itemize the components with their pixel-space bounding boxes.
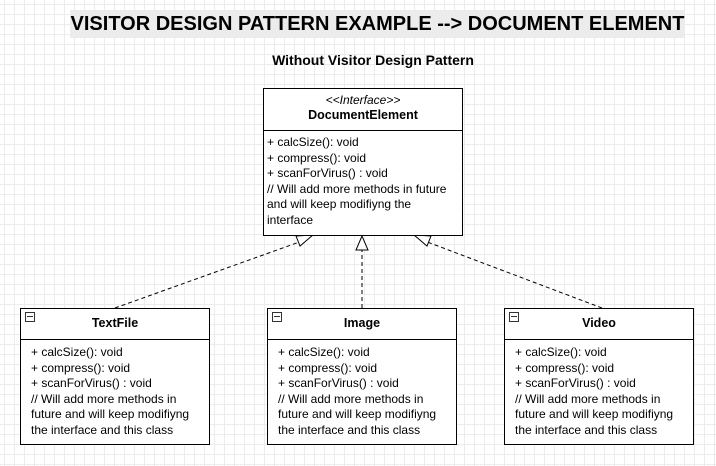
comment-line: future and will keep modifiyng <box>515 407 674 421</box>
comment-line: future and will keep modifiyng <box>31 407 190 421</box>
comment-line: and will keep modifiyng the <box>267 197 412 211</box>
class-members: + calcSize(): void + compress(): void + … <box>505 340 693 438</box>
class-header: Image <box>268 309 456 340</box>
interface-header: <<Interface>> DocumentElement <box>264 89 462 131</box>
textfile-class[interactable]: TextFile + calcSize(): void + compress()… <box>20 308 210 445</box>
member-line: + scanForVirus() : void <box>278 376 399 390</box>
comment-line: the interface and this class <box>515 422 658 437</box>
comment-line: future and will keep modifiyng <box>278 407 437 421</box>
member-line: + calcSize(): void <box>278 345 370 359</box>
interface-stereotype: <<Interface>> <box>325 93 401 107</box>
member-line: + calcSize(): void <box>31 345 123 359</box>
comment-line: interface <box>267 212 314 227</box>
realization-line-video <box>421 239 603 309</box>
video-class[interactable]: Video + calcSize(): void + compress(): v… <box>504 308 694 445</box>
member-line: + compress(): void <box>267 150 367 165</box>
comment-line: // Will add more methods in future <box>267 181 447 196</box>
member-line: + calcSize(): void <box>515 345 607 359</box>
class-name: Video <box>582 316 616 330</box>
diagram-title: VISITOR DESIGN PATTERN EXAMPLE --> DOCUM… <box>70 10 685 38</box>
class-name: Image <box>343 316 381 330</box>
class-name: TextFile <box>91 316 139 330</box>
member-line: + compress(): void <box>278 360 378 375</box>
diagram-subtitle: Without Visitor Design Pattern <box>272 52 474 68</box>
member-line: + scanForVirus() : void <box>515 376 636 390</box>
member-line: + calcSize(): void <box>267 135 359 149</box>
collapse-icon[interactable] <box>509 312 519 322</box>
image-class[interactable]: Image + calcSize(): void + compress(): v… <box>267 308 457 445</box>
comment-line: // Will add more methods in <box>515 391 661 406</box>
interface-name: DocumentElement <box>308 108 418 122</box>
document-element-interface[interactable]: <<Interface>> DocumentElement + calcSize… <box>263 88 463 236</box>
class-header: TextFile <box>21 309 209 340</box>
arrowhead-textfile <box>295 234 315 247</box>
comment-line: // Will add more methods in <box>31 391 177 406</box>
interface-members: + calcSize(): void + compress(): void + … <box>264 131 462 228</box>
member-line: + compress(): void <box>515 360 615 375</box>
class-header: Video <box>505 309 693 340</box>
collapse-icon[interactable] <box>25 312 35 322</box>
class-members: + calcSize(): void + compress(): void + … <box>268 340 456 438</box>
arrowhead-video <box>412 234 432 247</box>
comment-line: the interface and this class <box>31 422 174 437</box>
comment-line: the interface and this class <box>278 422 421 437</box>
member-line: + scanForVirus() : void <box>31 376 152 390</box>
comment-line: // Will add more methods in <box>278 391 424 406</box>
arrowhead-image <box>355 234 369 251</box>
member-line: + scanForVirus() : void <box>267 166 388 180</box>
collapse-icon[interactable] <box>272 312 282 322</box>
member-line: + compress(): void <box>31 360 131 375</box>
realization-line-textfile <box>114 239 306 309</box>
class-members: + calcSize(): void + compress(): void + … <box>21 340 209 438</box>
